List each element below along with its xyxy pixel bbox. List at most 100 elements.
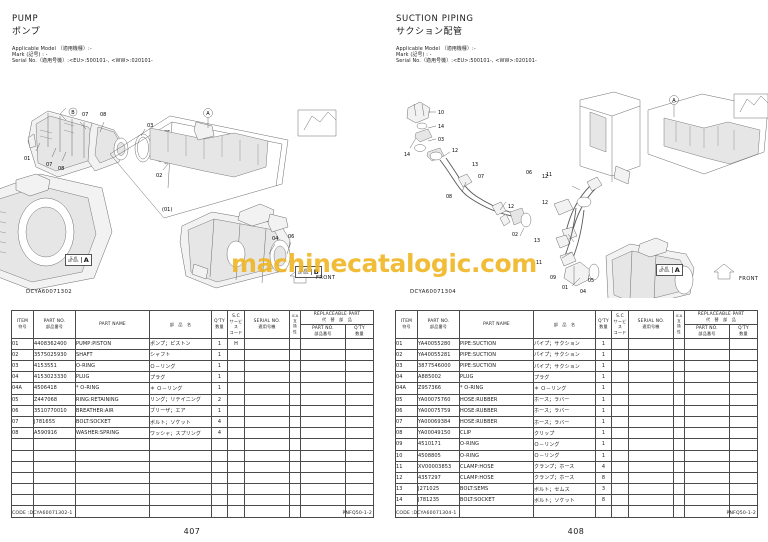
machine-frame: A	[109, 108, 337, 219]
cell-qty: 8	[595, 494, 612, 507]
applicable-model-right: Applicable Model （適用機種）:-	[396, 46, 476, 52]
cell-sc	[611, 449, 629, 462]
callout-01r: 01	[562, 285, 568, 291]
cell-repl_qty	[729, 415, 758, 429]
view-letter-B: B	[313, 268, 319, 276]
table-row-empty	[11, 460, 374, 473]
cell-repl_qty	[345, 415, 374, 429]
cell-repl_no	[684, 382, 730, 395]
cell-serial	[628, 348, 674, 362]
cell-ica	[673, 393, 685, 406]
th-qty-right: Q'TY 数量	[595, 310, 612, 339]
cell-item: 09	[395, 438, 418, 451]
cell-serial	[244, 348, 290, 362]
cell-item: 13	[395, 483, 418, 496]
cell-part_no: J781655	[33, 415, 76, 429]
cell-part_no: 4508805	[417, 449, 460, 462]
cell-item: 08	[11, 427, 34, 440]
cell-empty	[33, 494, 76, 507]
cell-qty: 1	[211, 382, 228, 395]
cell-empty	[227, 449, 245, 462]
th-part-no-right: PART NO. 部品番号	[417, 310, 460, 339]
cell-serial	[628, 494, 674, 507]
cell-sc	[611, 348, 629, 362]
detail-ref-A-right: A	[672, 98, 676, 104]
th-service-code-right: S.C サービス コード	[611, 310, 629, 339]
cell-part_name: * O-RING	[75, 382, 150, 395]
callout-02: 02	[156, 173, 162, 179]
callout-11a: 11	[546, 172, 552, 178]
cell-part_name: O-RING	[459, 438, 534, 451]
drawing-svg-right: A 10 14 03 14 12	[404, 91, 768, 298]
page-title-en-right: SUCTION PIPING	[396, 14, 474, 24]
callout-11b: 11	[536, 260, 542, 266]
cell-item: 07	[11, 415, 34, 429]
cell-part_no: Z447068	[33, 393, 76, 406]
th-ica: ICA 互 換 性	[289, 310, 301, 339]
cell-ica	[289, 404, 301, 417]
cell-repl_no	[300, 415, 346, 429]
cell-item: 08	[395, 427, 418, 440]
cell-qty: 1	[211, 348, 228, 362]
cell-repl_no	[684, 404, 730, 417]
cell-repl_qty	[345, 348, 374, 362]
callout-01-lower: (01)	[162, 207, 172, 213]
cell-item: 03	[11, 359, 34, 373]
cell-empty	[289, 494, 301, 507]
cell-qty: 4	[211, 427, 228, 440]
cell-ica	[673, 382, 685, 395]
cell-repl_qty	[729, 494, 758, 507]
cell-serial	[628, 337, 674, 350]
cell-part_no: 4357297	[417, 471, 460, 485]
cell-item: 05	[395, 393, 418, 406]
cell-jp_name: Ｏ－リング	[533, 449, 596, 462]
clip-08	[457, 173, 473, 188]
cell-empty	[11, 471, 34, 485]
cell-part_name: PIPE:SUCTION	[459, 359, 534, 373]
cell-empty	[289, 483, 301, 496]
cell-ica	[289, 382, 301, 395]
cell-empty	[345, 494, 374, 507]
cell-repl_qty	[729, 359, 758, 373]
cell-qty: 1	[595, 371, 612, 384]
cell-item: 03	[395, 359, 418, 373]
th-part-name-jp: 部 品 名	[149, 310, 212, 339]
cell-item: 07	[395, 415, 418, 429]
callout-12d: 12	[542, 200, 548, 206]
table-row-empty	[11, 449, 374, 462]
cell-repl_qty	[729, 483, 758, 496]
cell-serial	[244, 337, 290, 350]
th-qty: Q'TY 数量	[211, 310, 228, 339]
cell-sc	[227, 393, 245, 406]
th-repl-qty-right: Q'TY 数量	[729, 323, 758, 339]
cell-empty	[345, 460, 374, 473]
cell-jp_name: パイプ；サクション	[533, 337, 596, 350]
cell-repl_qty	[345, 393, 374, 406]
cell-empty	[211, 449, 228, 462]
